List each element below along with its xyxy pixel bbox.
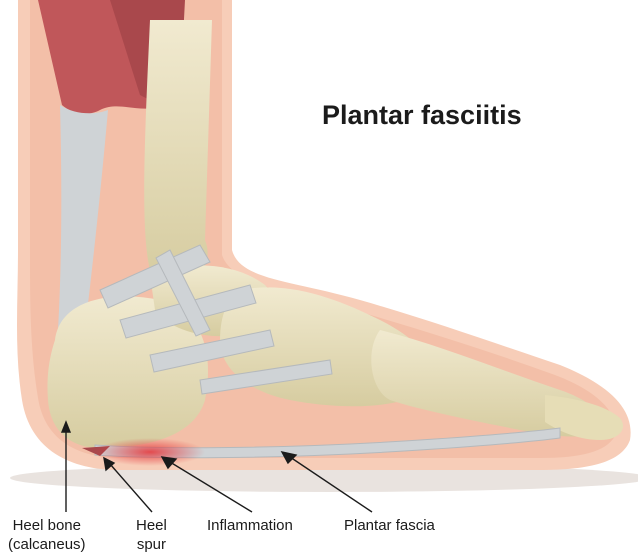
label-plantar-fascia: Plantar fascia [344,516,435,535]
label-heel-bone: Heel bone (calcaneus) [8,516,86,554]
label-inflammation: Inflammation [207,516,293,535]
label-heel-spur: Heel spur [136,516,167,554]
label-heel-bone-line2: (calcaneus) [8,535,86,554]
label-heel-bone-line1: Heel bone [8,516,86,535]
diagram-title: Plantar fasciitis [322,100,522,131]
label-heel-spur-line2: spur [136,535,167,554]
tibia [144,20,212,281]
label-heel-spur-line1: Heel [136,516,167,535]
